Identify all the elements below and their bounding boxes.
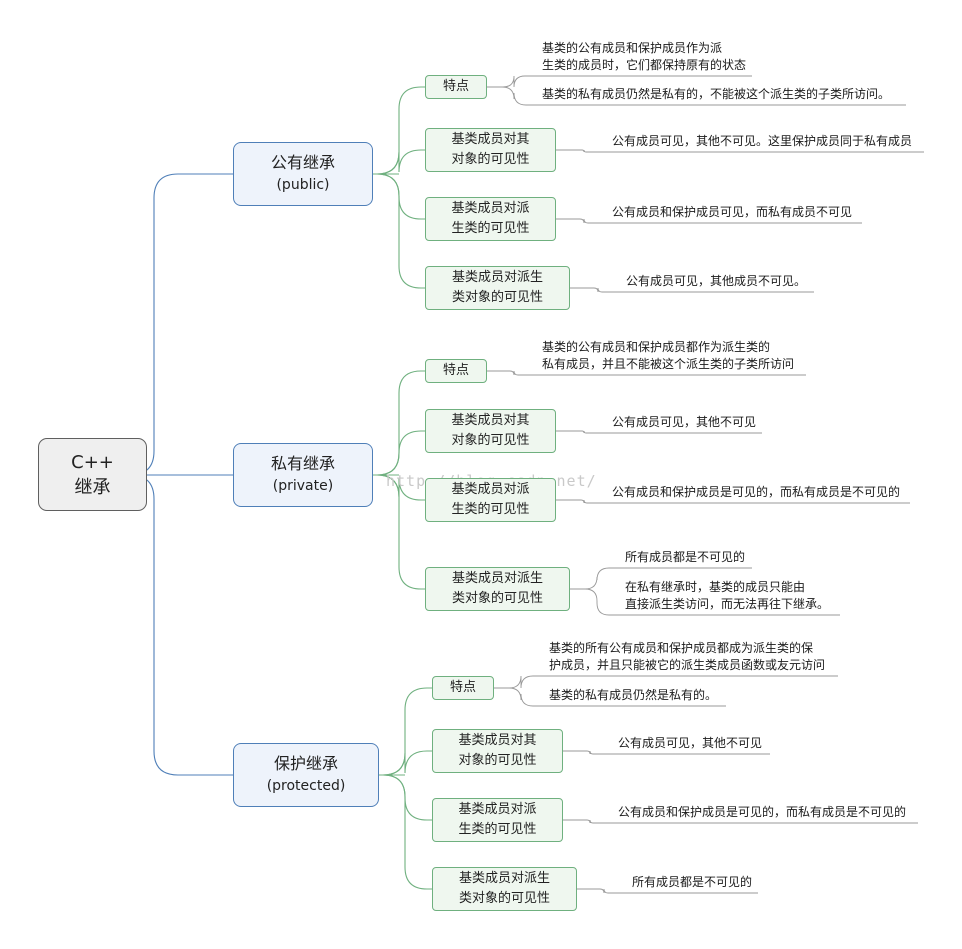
sub-node-label: 生类的可见性 <box>451 502 530 517</box>
note-text: 基类的所有公有成员和保护成员都成为派生类的保 护成员，并且只能被它的派生类成员函… <box>549 641 826 672</box>
sub-node-label: 对象的可见性 <box>451 433 530 448</box>
sub-node-label: 基类成员对派 <box>451 201 530 216</box>
sub-node: 基类成员对其对象的可见性 <box>432 729 563 773</box>
sub-node-label: 基类成员对派生 <box>458 871 550 886</box>
note-text: 在私有继承时，基类的成员只能由 直接派生类访问，而无法再往下继承。 <box>625 580 830 611</box>
branch-subtitle: (public) <box>276 177 330 193</box>
note-text: 公有成员可见，其他不可见 <box>612 415 757 429</box>
note-text: 公有成员和保护成员是可见的，而私有成员是不可见的 <box>618 805 907 819</box>
sub-node-label: 特点 <box>442 363 469 378</box>
note-text: 所有成员都是不可见的 <box>632 875 753 889</box>
sub-node: 基类成员对派生类对象的可见性 <box>425 567 570 611</box>
branch-node-protected: 保护继承 (protected) <box>233 743 379 807</box>
note-text: 基类的私有成员仍然是私有的。 <box>549 688 718 702</box>
sub-node: 特点 <box>425 75 487 99</box>
note-text: 公有成员可见，其他不可见。这里保护成员同于私有成员 <box>612 134 913 148</box>
sub-node: 基类成员对派生类对象的可见性 <box>425 266 570 310</box>
branch-node-private: 私有继承 (private) <box>233 443 373 507</box>
note-text: 公有成员可见，其他不可见 <box>618 736 763 750</box>
branch-subtitle: (private) <box>272 478 334 494</box>
sub-node-label: 基类成员对其 <box>458 733 537 748</box>
sub-node-label: 基类成员对其 <box>451 132 530 147</box>
sub-node-label: 类对象的可见性 <box>451 290 543 305</box>
root-title: C++ <box>71 451 114 473</box>
sub-node-label: 生类的可见性 <box>458 822 537 837</box>
note-text: 基类的公有成员和保护成员作为派 生类的成员时，它们都保持原有的状态 <box>542 41 747 72</box>
sub-node-label: 特点 <box>442 79 469 94</box>
sub-node-label: 类对象的可见性 <box>458 891 550 906</box>
sub-node-label: 对象的可见性 <box>451 152 530 167</box>
branch-subtitle: (protected) <box>266 778 346 794</box>
note-text: 公有成员可见，其他成员不可见。 <box>626 274 807 288</box>
sub-node: 基类成员对其对象的可见性 <box>425 409 556 453</box>
sub-node-label: 基类成员对派生 <box>451 571 543 586</box>
branch-title: 保护继承 <box>273 754 338 773</box>
note-text: 所有成员都是不可见的 <box>625 550 746 564</box>
sub-node-label: 特点 <box>449 680 476 695</box>
sub-node: 基类成员对其对象的可见性 <box>425 128 556 172</box>
sub-node: 基类成员对派生类对象的可见性 <box>432 867 577 911</box>
note-text: 基类的私有成员仍然是私有的，不能被这个派生类的子类所访问。 <box>542 87 891 101</box>
sub-node-label: 基类成员对派 <box>451 482 530 497</box>
root-node-cpp-inheritance: C++ 继承 <box>38 438 147 511</box>
sub-node: 特点 <box>432 676 494 700</box>
sub-node: 基类成员对派生类的可见性 <box>425 197 556 241</box>
note-text: 公有成员和保护成员可见，而私有成员不可见 <box>612 205 853 219</box>
sub-node-label: 类对象的可见性 <box>451 591 543 606</box>
branch-title: 私有继承 <box>270 454 335 473</box>
sub-node-label: 对象的可见性 <box>458 753 537 768</box>
root-subtitle: 继承 <box>74 476 111 498</box>
sub-node: 特点 <box>425 359 487 383</box>
branch-title: 公有继承 <box>270 153 335 172</box>
sub-node-label: 生类的可见性 <box>451 221 530 236</box>
sub-node-label: 基类成员对派 <box>458 802 537 817</box>
branch-node-public: 公有继承 (public) <box>233 142 373 206</box>
sub-node-label: 基类成员对其 <box>451 413 530 428</box>
note-text: 公有成员和保护成员是可见的，而私有成员是不可见的 <box>612 485 901 499</box>
sub-node-label: 基类成员对派生 <box>451 270 543 285</box>
sub-node: 基类成员对派生类的可见性 <box>425 478 556 522</box>
sub-node: 基类成员对派生类的可见性 <box>432 798 563 842</box>
note-text: 基类的公有成员和保护成员都作为派生类的 私有成员，并且不能被这个派生类的子类所访… <box>542 340 795 371</box>
